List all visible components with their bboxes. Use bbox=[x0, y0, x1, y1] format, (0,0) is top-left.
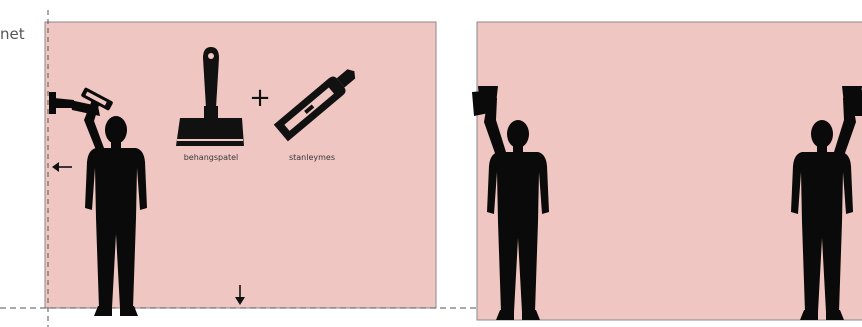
arrow-down-icon bbox=[235, 285, 245, 305]
person-silhouette-right bbox=[791, 86, 862, 320]
utility-knife-icon bbox=[273, 69, 356, 142]
knife-label: stanleymes bbox=[289, 153, 335, 162]
left-edge-text: net bbox=[0, 25, 25, 43]
person-silhouette-middle bbox=[472, 86, 549, 320]
plus-sign: + bbox=[249, 83, 271, 113]
spatula-label: behangspatel bbox=[184, 153, 239, 162]
wallpaper-scraper-icon bbox=[176, 47, 244, 146]
arrow-left-icon bbox=[52, 162, 72, 172]
person-silhouette-left bbox=[49, 87, 147, 316]
